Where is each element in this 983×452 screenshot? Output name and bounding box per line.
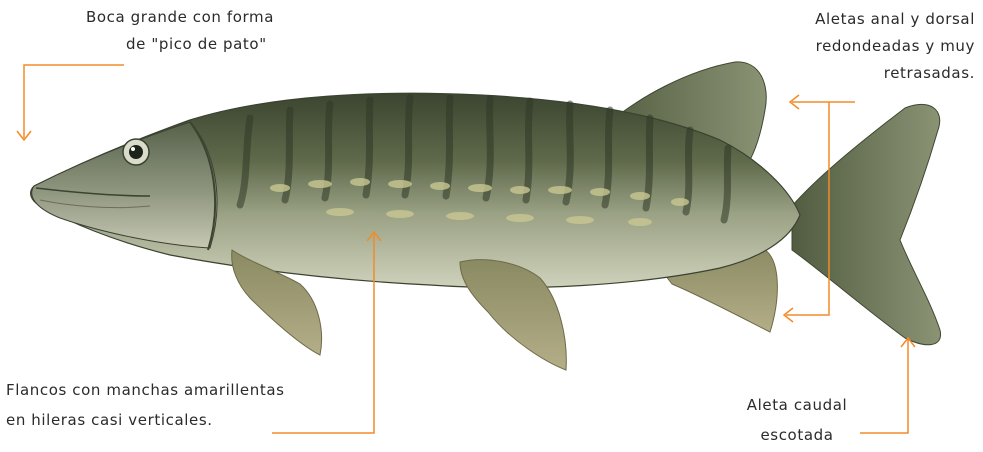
tail-label-line-1: Aleta caudal <box>742 392 852 419</box>
pupil <box>129 145 143 159</box>
mouth-label-line-1: Boca grande con forma <box>86 4 266 31</box>
mouth-label: Boca grande con forma de "pico de pato" <box>86 4 266 58</box>
fish-head <box>32 122 217 248</box>
tail-label-line-2: escotada <box>742 422 852 449</box>
fins-label-line-3: retrasadas. <box>775 60 975 87</box>
flanks-label: Flancos con manchas amarillentas en hile… <box>6 377 285 434</box>
mouth-label-line-2: de "pico de pato" <box>86 31 266 58</box>
flanks-label-line-1: Flancos con manchas amarillentas <box>6 377 285 404</box>
caudal-fin <box>792 104 941 344</box>
tail-label: Aleta caudal escotada <box>742 392 852 449</box>
eye-highlight <box>131 147 135 151</box>
flanks-label-line-2: en hileras casi verticales. <box>6 407 285 434</box>
fins-label: Aletas anal y dorsal redondeadas y muy r… <box>775 6 975 87</box>
fins-label-line-1: Aletas anal y dorsal <box>775 6 975 33</box>
fins-label-line-2: redondeadas y muy <box>775 33 975 60</box>
